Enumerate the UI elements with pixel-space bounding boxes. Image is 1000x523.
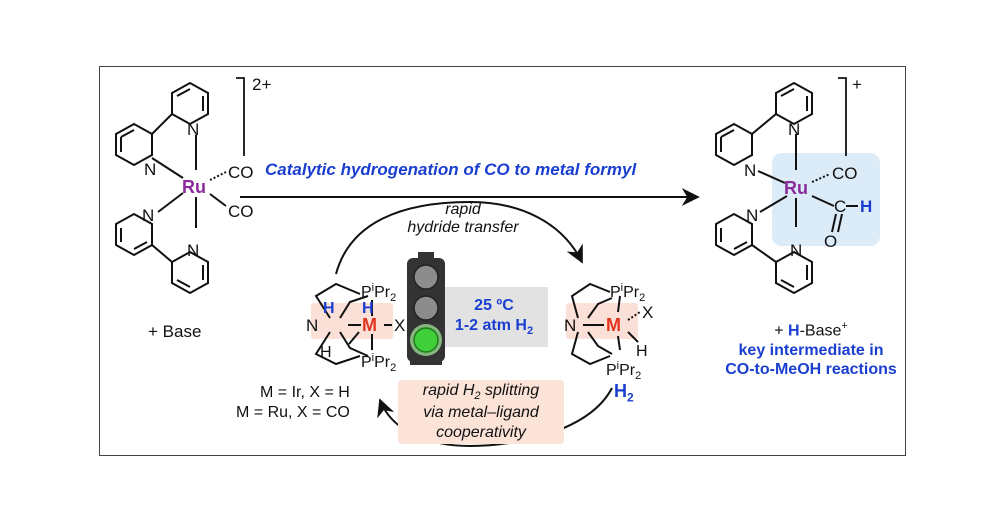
left-charge: 2+	[252, 75, 271, 94]
pincer-right-metal: M	[606, 315, 621, 335]
products-line2: key intermediate in	[738, 341, 884, 359]
conditions-pressure: 1-2 atm H2	[454, 317, 534, 338]
pincer-left-mh: H	[362, 300, 374, 317]
bottom-arrow-line2: via metal–ligand	[423, 404, 539, 422]
pincer-left-metal: M	[362, 315, 377, 335]
pincer-left-nh: H	[323, 300, 335, 317]
right-ru-complex	[715, 81, 858, 295]
right-products-label: + H-Base+ key intermediate in CO-to-MeOH…	[718, 320, 904, 380]
pincer-right-p-bottom: PiPr2	[606, 360, 641, 382]
top-arrow-line1: rapid	[445, 201, 481, 218]
left-n-label: N	[142, 206, 154, 225]
bottom-arrow-line1: rapid H2 splitting	[422, 382, 540, 403]
left-n-label: N	[187, 120, 199, 139]
pincer-left-p-bottom: PiPr2	[361, 352, 396, 374]
formyl-h-label: H	[860, 197, 872, 216]
left-ru-label: Ru	[182, 177, 206, 197]
left-charge-bracket	[236, 77, 245, 156]
top-arrow-label: rapid hydride transfer	[398, 201, 528, 238]
products-line3: CO-to-MeOH reactions	[725, 361, 897, 379]
legend-line2: M = Ru, X = CO	[236, 404, 350, 421]
left-n-label: N	[187, 241, 199, 260]
pincer-right-highlight	[566, 303, 638, 339]
right-n-label: N	[788, 120, 800, 139]
conditions-box	[440, 287, 548, 347]
figure-frame	[99, 66, 906, 456]
right-n-label: N	[746, 206, 758, 225]
pincer-left-h: H	[320, 344, 332, 361]
left-ru-complex	[115, 81, 227, 295]
right-n-label: N	[744, 161, 756, 180]
formyl-c-label: C	[834, 197, 846, 216]
pincer-left-n: N	[306, 316, 318, 335]
pincer-right-structure	[570, 282, 641, 366]
products-line1: + H-Base+	[774, 320, 848, 340]
conditions-temp: 25 ºC	[474, 297, 514, 314]
right-co-label: CO	[832, 164, 858, 183]
left-base-reagent: + Base	[148, 322, 202, 341]
left-co-label: CO	[228, 163, 254, 182]
pincer-right-n: N	[564, 316, 576, 335]
splitting-box	[398, 380, 564, 444]
cycle-arrow-top	[335, 200, 583, 275]
pincer-left-structure	[314, 282, 392, 366]
formyl-o-label: O	[824, 232, 837, 251]
pincer-right-p-top: PiPr2	[610, 282, 645, 304]
legend-line1: M = Ir, X = H	[260, 384, 350, 401]
traffic-light-icon	[407, 252, 445, 365]
h2-reagent: H2	[614, 381, 634, 405]
bottom-arrow-line3: cooperativity	[436, 423, 526, 441]
right-n-label: N	[790, 241, 802, 260]
left-co-label: CO	[228, 202, 254, 221]
pincer-right-h: H	[636, 343, 648, 360]
left-n-label: N	[144, 160, 156, 179]
pincer-right-x: X	[642, 303, 653, 322]
top-arrow-line2: hydride transfer	[407, 219, 519, 237]
pincer-left-p-top: PiPr2	[361, 282, 396, 304]
right-charge-bracket	[838, 77, 847, 156]
metal-legend: M = Ir, X = H M = Ru, X = CO	[236, 383, 350, 423]
pincer-left-x: X	[394, 316, 405, 335]
bottom-arrow-label: rapid H2 splitting via metal–ligand coop…	[398, 381, 564, 442]
right-ru-label: Ru	[784, 178, 808, 198]
main-arrow-label: Catalytic hydrogenation of CO to metal f…	[265, 160, 637, 179]
formyl-highlight-box	[772, 153, 880, 246]
conditions-label: 25 ºC 1-2 atm H2	[440, 296, 548, 339]
right-charge: +	[852, 75, 862, 94]
